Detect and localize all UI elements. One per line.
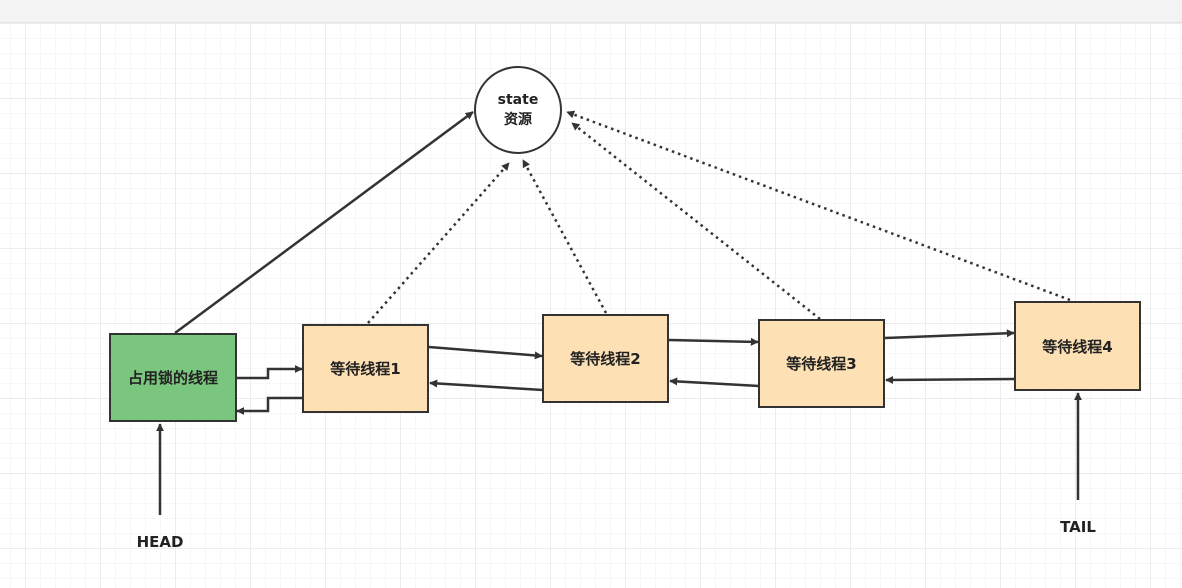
edge-wait3-to-state [571,122,821,320]
waiting-thread-4-label: 等待线程4 [1042,337,1113,356]
resource-label: 资源 [504,112,532,128]
edge-wait3-to-wait4 [884,329,1015,340]
edge-wait1-to-state [367,162,510,324]
edge-wait4-to-state [566,110,1071,302]
waiting-thread-3-label: 等待线程3 [786,355,857,373]
tail-label: TAIL [1060,518,1096,536]
waiting-thread-1-label: 等待线程1 [330,360,401,378]
canvas-grid [0,23,1182,588]
state-resource-node: state 资源 [474,66,562,154]
edge-wait3-to-wait2 [669,377,760,388]
top-toolbar [0,0,1182,23]
lock-owner-thread-node: 占用锁的线程 [109,333,237,422]
edge-wait4-to-wait3 [885,375,1016,384]
waiting-thread-3-node: 等待线程3 [758,319,885,408]
edge-wait1-to-owner [236,396,303,415]
waiting-thread-2-node: 等待线程2 [542,314,669,403]
waiting-thread-4-node: 等待线程4 [1014,301,1141,391]
state-label: state [497,92,539,108]
lock-owner-thread-label: 占用锁的线程 [127,369,218,387]
edge-wait2-to-state [521,159,608,314]
edge-owner-to-wait1 [237,365,303,380]
edge-wait2-to-wait1 [429,379,544,392]
edge-owner-to-state [174,110,474,335]
edge-wait2-to-wait3 [668,337,759,346]
waiting-thread-2-label: 等待线程2 [570,350,641,368]
waiting-thread-1-node: 等待线程1 [302,324,429,413]
edge-wait1-to-wait2 [428,345,543,360]
head-label: HEAD [136,533,184,551]
